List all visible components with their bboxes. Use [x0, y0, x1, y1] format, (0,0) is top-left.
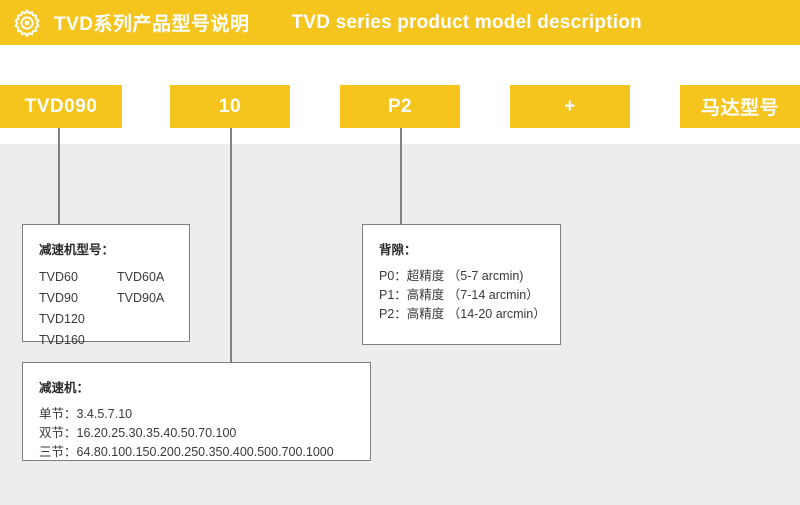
- connector-line-gearbox-model: [58, 128, 60, 225]
- header-bar: TVD系列产品型号说明 TVD series product model des…: [0, 0, 800, 45]
- backlash-line: P2：高精度 （14-20 arcmin）: [379, 307, 546, 321]
- card-reduction-ratio: 减速机： 单节：3.4.5.7.10 双节：16.20.25.30.35.40.…: [22, 362, 371, 461]
- header-title-en: TVD series product model description: [291, 11, 642, 33]
- chip-motor-model[interactable]: 马达型号: [680, 85, 800, 128]
- chip-ratio[interactable]: 10: [170, 85, 290, 128]
- connector-line-ratio: [230, 128, 232, 363]
- gearbox-model-cell: TVD120: [39, 312, 85, 326]
- card-backlash-title: 背隙：: [379, 243, 417, 257]
- card-gearbox-models-title: 减速机型号：: [39, 243, 115, 257]
- ratio-line: 三节：64.80.100.150.200.250.350.400.500.700…: [39, 445, 334, 459]
- gearbox-model-cell: TVD60A: [117, 270, 165, 284]
- gearbox-model-cell: TVD60: [39, 270, 78, 284]
- gearbox-model-cell: [117, 330, 189, 351]
- connector-line-backlash: [400, 128, 402, 225]
- backlash-line: P1：高精度 （7-14 arcmin）: [379, 288, 539, 302]
- card-reduction-ratio-title: 减速机：: [39, 381, 90, 395]
- chip-plus[interactable]: +: [510, 85, 630, 128]
- gear-icon: [14, 8, 40, 37]
- card-backlash: 背隙： P0：超精度 （5-7 arcmin) P1：高精度 （7-14 arc…: [362, 224, 561, 345]
- chip-gearbox-model[interactable]: TVD090: [0, 85, 122, 128]
- card-gearbox-models: 减速机型号： TVD60 TVD60A TVD90 TVD90A TVD120 …: [22, 224, 190, 347]
- ratio-line: 单节：3.4.5.7.10: [39, 407, 133, 421]
- gearbox-model-cell: TVD90A: [117, 291, 165, 305]
- ratio-line: 双节：16.20.25.30.35.40.50.70.100: [39, 426, 237, 440]
- header-title-cn: TVD系列产品型号说明: [54, 14, 250, 35]
- gearbox-model-cell: TVD90: [39, 291, 78, 305]
- gearbox-model-grid: TVD60 TVD60A TVD90 TVD90A TVD120 TVD160: [39, 267, 189, 351]
- backlash-line: P0：超精度 （5-7 arcmin): [379, 269, 524, 283]
- gearbox-model-cell: [117, 309, 189, 330]
- gearbox-model-cell: TVD160: [39, 333, 85, 347]
- chip-backlash[interactable]: P2: [340, 85, 460, 128]
